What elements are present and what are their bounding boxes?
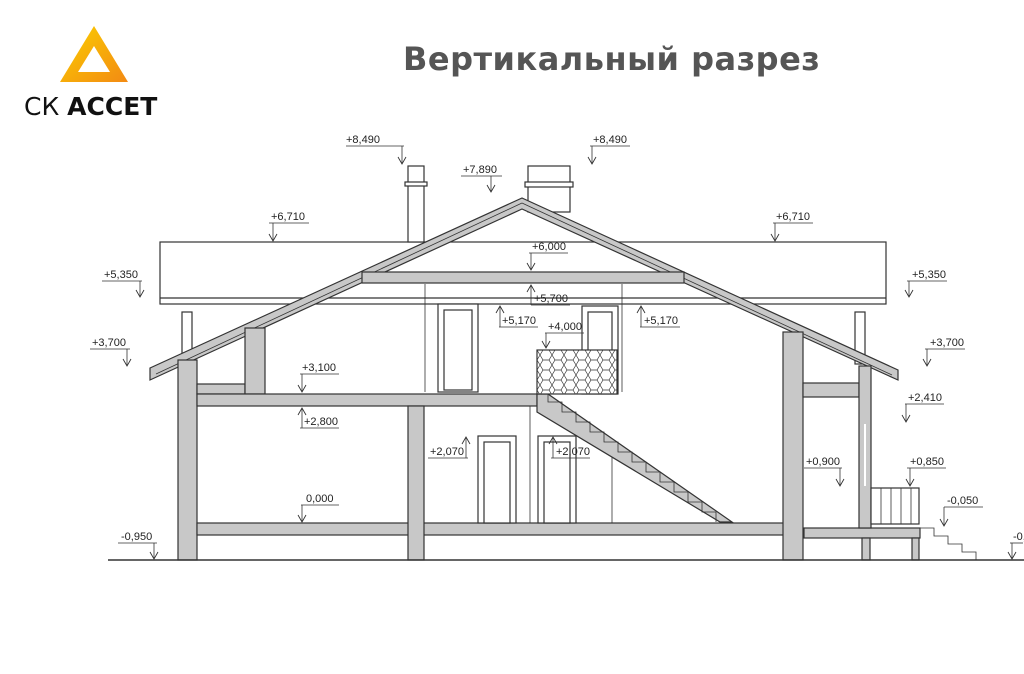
elevation-label: +8,490 — [346, 134, 380, 146]
elevation-arrow-icon — [526, 284, 536, 293]
elevation-label: 0,000 — [306, 493, 334, 505]
elevation-label: +2,800 — [304, 416, 338, 428]
elevation-marker-roof-right: +6,710 — [770, 211, 813, 242]
elevation-arrow-icon — [486, 184, 496, 193]
elevation-marker-floor1: 0,000 — [297, 493, 339, 523]
elevation-marker-wall-top-left: +3,700 — [90, 337, 132, 367]
elevation-label: +8,490 — [593, 134, 627, 146]
elevation-arrow-icon — [939, 518, 949, 527]
company-prefix: СК — [24, 92, 60, 121]
elevation-marker-wall-top-right: +3,700 — [922, 337, 965, 367]
elevation-arrow-icon — [541, 340, 551, 349]
elevation-arrow-icon — [904, 289, 914, 298]
elevation-marker-attic-beam-bottom: +5,700 — [526, 284, 570, 306]
elevation-marker-eaves-right: +5,350 — [904, 269, 947, 298]
elevation-arrow-icon — [636, 305, 646, 314]
elevation-arrow-icon — [835, 478, 845, 487]
elevation-label: +6,710 — [776, 211, 810, 223]
page-title: Вертикальный разрез — [403, 40, 821, 78]
elevation-arrow-icon — [922, 358, 932, 367]
elevation-marker-porch-floor: +0,850 — [905, 456, 946, 487]
elevation-arrow-icon — [905, 478, 915, 487]
elevation-arrow-icon — [548, 436, 558, 445]
elevation-arrow-icon — [268, 233, 278, 242]
elevation-marker-door1-top-a: +2,070 — [428, 436, 471, 459]
elevation-label: +7,890 — [463, 164, 497, 176]
elevation-label: +4,000 — [548, 321, 582, 333]
elevation-label: -0,950 — [121, 531, 152, 543]
elevation-marker-ground-right: -0,950 — [1007, 531, 1024, 560]
elevation-arrow-icon — [770, 233, 780, 242]
elevation-label: +0,850 — [910, 456, 944, 468]
elevation-marker-roof-left: +6,710 — [268, 211, 309, 242]
elevation-arrow-icon — [297, 384, 307, 393]
elevation-arrow-icon — [587, 156, 597, 165]
elevation-arrow-icon — [135, 289, 145, 298]
elevation-label: -0,050 — [947, 495, 978, 507]
elevation-label: +5,350 — [912, 269, 946, 281]
elevation-marker-door1-top-b: +2,070 — [548, 436, 590, 459]
elevation-marker-floor2-top: +3,100 — [297, 362, 339, 393]
elevation-label: +5,700 — [534, 293, 568, 305]
elevation-marker-ridge: +7,890 — [461, 164, 502, 193]
elevation-label: +5,350 — [104, 269, 138, 281]
elevation-marker-floor2-bottom: +2,800 — [297, 407, 339, 429]
company-logo-icon — [60, 26, 128, 82]
elevation-marker-eaves-left: +5,350 — [102, 269, 145, 298]
elevation-arrow-icon — [149, 551, 159, 560]
elevation-label: +2,070 — [430, 446, 464, 458]
elevation-arrow-icon — [461, 436, 471, 445]
railing-pattern-icon — [537, 350, 617, 394]
elevation-marker-porch-beam: +2,410 — [901, 392, 944, 423]
elevation-markers: +8,490 +8,490 +7,890 +6,710 +6,710 +6,000 +5,7… — [90, 134, 1024, 560]
company-name: СК АССЕТ — [24, 92, 157, 121]
elevation-arrow-icon — [297, 407, 307, 416]
elevation-arrow-icon — [122, 358, 132, 367]
elevation-label: +6,000 — [532, 241, 566, 253]
elevation-label: +3,700 — [92, 337, 126, 349]
elevation-label: +3,100 — [302, 362, 336, 374]
elevation-marker-chimney-right: +8,490 — [587, 134, 630, 165]
elevation-marker-porch-window: +0,900 — [804, 456, 845, 487]
elevation-label: +6,710 — [271, 211, 305, 223]
elevation-label: +5,170 — [502, 315, 536, 327]
elevation-label: +5,170 — [644, 315, 678, 327]
elevation-arrow-icon — [1007, 551, 1017, 560]
elevation-arrow-icon — [397, 156, 407, 165]
elevation-marker-chimney-left: +8,490 — [346, 134, 407, 165]
company-brand: АССЕТ — [67, 92, 158, 121]
elevation-label: -0,950 — [1013, 531, 1024, 543]
elevation-label: +2,410 — [908, 392, 942, 404]
elevation-arrow-icon — [297, 514, 307, 523]
elevation-arrow-icon — [495, 305, 505, 314]
elevation-arrow-icon — [901, 414, 911, 423]
elevation-marker-ground-left: -0,950 — [118, 531, 159, 560]
elevation-marker-railing: +4,000 — [541, 321, 584, 349]
elevation-marker-door-top-left: +5,170 — [495, 305, 538, 328]
elevation-label: +0,900 — [806, 456, 840, 468]
elevation-label: +3,700 — [930, 337, 964, 349]
elevation-marker-ground-step: -0,050 — [939, 495, 983, 527]
elevation-marker-door-top-right: +5,170 — [636, 305, 680, 328]
elevation-marker-attic-beam-top: +6,000 — [526, 241, 568, 271]
elevation-label: +2,070 — [556, 446, 590, 458]
elevation-arrow-icon — [526, 262, 536, 271]
